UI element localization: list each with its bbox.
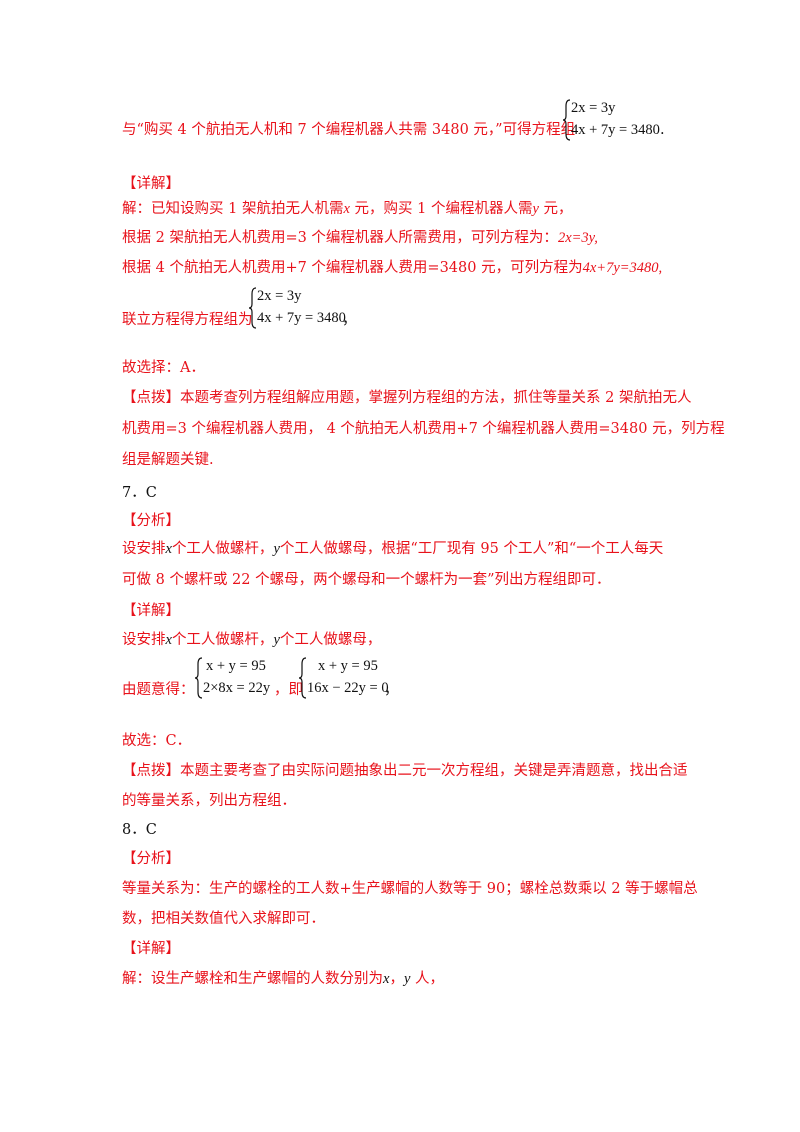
question-number: 7．C <box>122 485 157 501</box>
comma: ， <box>384 682 399 698</box>
equation: 4x + 7y = 3480 <box>571 122 660 138</box>
tip-line: 【点拨】本题考查列方程组解应用题，掌握列方程组的方法，抓住等量关系 2 架航拍无… <box>122 390 692 406</box>
intro-line: 与“购买 4 个航拍无人机和 7 个编程机器人共需 3480 元，”可得方程组 <box>122 122 576 138</box>
analysis-label: 【分析】 <box>122 851 180 867</box>
tip-line: 的等量关系，列出方程组． <box>122 793 296 809</box>
detail-label: 【详解】 <box>122 176 180 192</box>
equation-system-2: 2x = 3y 4x + 7y = 3480 <box>248 286 368 330</box>
detail-line: 设安排x个工人做螺杆，y个工人做螺母， <box>122 632 382 648</box>
detail-line: ，即 <box>274 682 303 698</box>
detail-line: 解：设生产螺栓和生产螺帽的人数分别为x，y 人， <box>122 971 444 987</box>
equation: 4x + 7y = 3480 <box>257 310 346 326</box>
brace-icon <box>248 287 257 329</box>
comma: ， <box>342 312 357 328</box>
question-number: 8．C <box>122 822 157 838</box>
equation-system-1: 2x = 3y 4x + 7y = 3480 <box>562 98 682 142</box>
detail-line: 联立方程得方程组为 <box>122 312 253 328</box>
equation: 2x = 3y <box>571 100 616 116</box>
equation: 16x − 22y = 0 <box>307 680 389 696</box>
tip-line: 组是解题关键. <box>122 452 214 468</box>
detail-line: 解：已知设购买 1 架航拍无人机需x 元，购买 1 个编程机器人需y 元， <box>122 201 573 217</box>
answer-line: 故选择：A． <box>122 360 205 376</box>
period: . <box>660 122 665 138</box>
detail-label: 【详解】 <box>122 603 180 619</box>
tip-line: 【点拨】本题主要考查了由实际问题抽象出二元一次方程组，关键是弄清题意，找出合适 <box>122 763 688 779</box>
analysis-line: 设安排x个工人做螺杆，y个工人做螺母，根据“工厂现有 95 个工人”和“一个工人… <box>122 541 664 557</box>
equation: x + y = 95 <box>206 658 266 674</box>
brace-icon <box>298 657 307 699</box>
analysis-line: 可做 8 个螺杆或 22 个螺母，两个螺母和一个螺杆为一套”列出方程组即可． <box>122 572 611 588</box>
detail-label: 【详解】 <box>122 941 180 957</box>
detail-line: 根据 4 个航拍无人机费用+7 个编程机器人费用=3480 元，可列方程为4x+… <box>122 260 663 276</box>
equation: 2×8x = 22y <box>203 680 271 696</box>
brace-icon <box>562 99 571 141</box>
brace-icon <box>194 657 203 699</box>
detail-line: 由题意得： <box>122 682 195 698</box>
analysis-line: 数，把相关数值代入求解即可． <box>122 911 325 927</box>
analysis-label: 【分析】 <box>122 513 180 529</box>
tip-line: 机费用=3 个编程机器人费用， 4 个航拍无人机费用+7 个编程机器人费用=34… <box>122 421 725 437</box>
equation-system-3: x + y = 95 2×8x = 22y <box>194 656 304 700</box>
answer-line: 故选：C． <box>122 733 192 749</box>
equation: x + y = 95 <box>318 658 378 674</box>
equation: 2x = 3y <box>257 288 302 304</box>
detail-line: 根据 2 架航拍无人机费用=3 个编程机器人所需费用，可列方程为：2x=3y, <box>122 230 598 246</box>
analysis-line: 等量关系为：生产的螺栓的工人数+生产螺帽的人数等于 90；螺栓总数乘以 2 等于… <box>122 881 698 897</box>
equation-system-4: x + y = 95 16x − 22y = 0 <box>298 656 408 700</box>
